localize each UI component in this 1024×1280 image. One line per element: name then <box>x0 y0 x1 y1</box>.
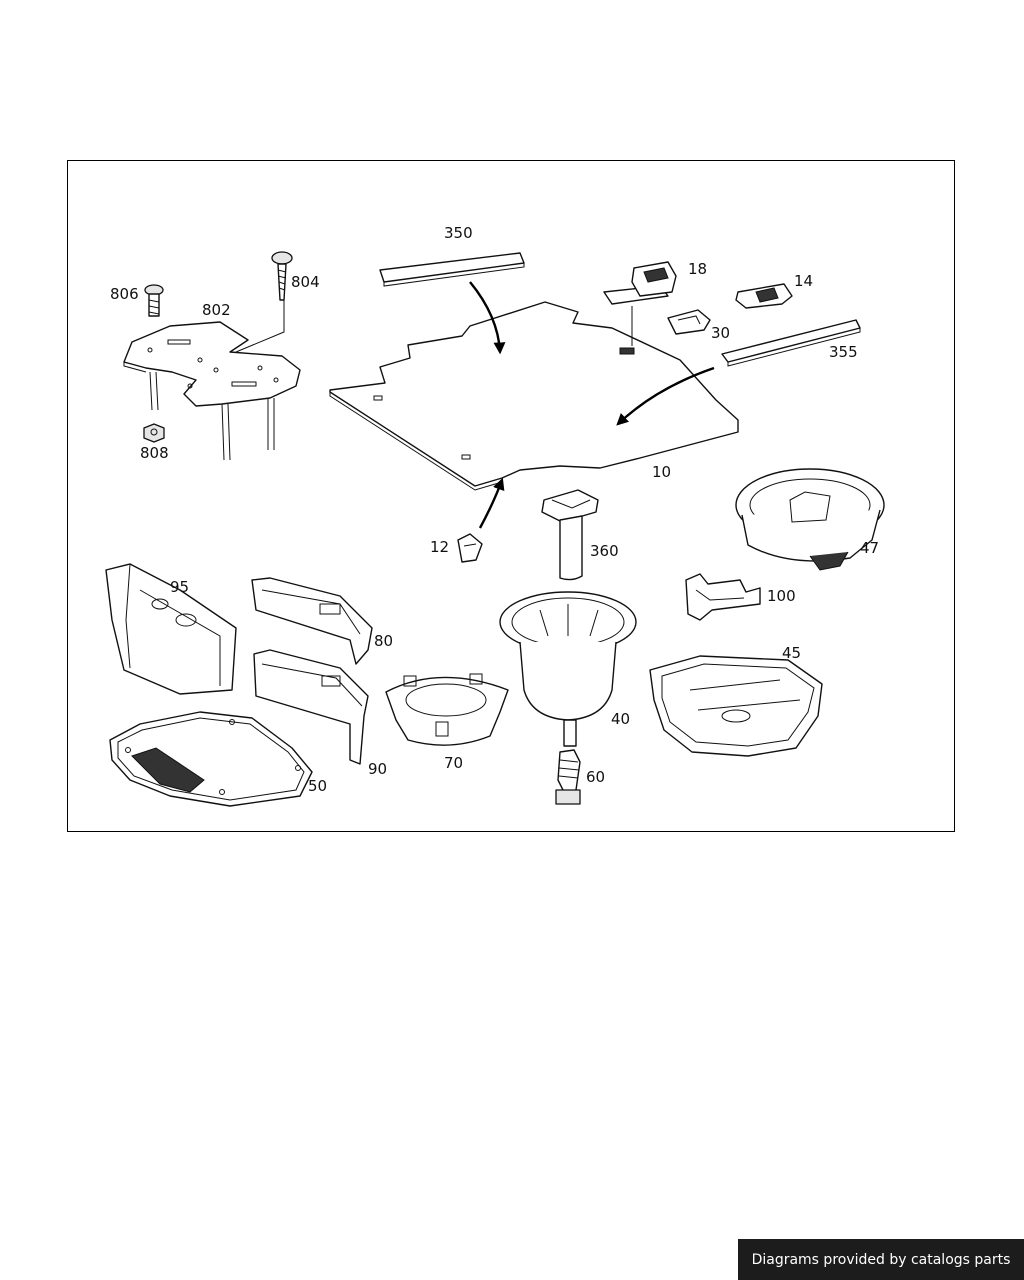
part-355-strip[interactable] <box>721 319 861 367</box>
part-90-bracket[interactable] <box>253 649 369 765</box>
footer-credit-text: Diagrams provided by catalogs parts <box>751 1251 1011 1268</box>
arrow-12-to-10 <box>478 477 505 529</box>
footer-credit: Diagrams provided by catalogs parts <box>738 1239 1024 1280</box>
callout-50: 50 <box>308 777 327 795</box>
part-350-strip[interactable] <box>379 252 525 287</box>
callout-14: 14 <box>794 272 813 290</box>
part-45-tray[interactable] <box>649 655 823 757</box>
part-804-screw[interactable] <box>271 251 293 301</box>
callout-30: 30 <box>711 324 730 342</box>
callout-40: 40 <box>611 710 630 728</box>
callout-70: 70 <box>444 754 463 772</box>
part-50-base-plate[interactable] <box>109 711 313 807</box>
part-360-column[interactable] <box>541 489 599 581</box>
callout-80: 80 <box>374 632 393 650</box>
part-10-floor-panel[interactable] <box>329 301 739 491</box>
part-12-clip[interactable] <box>457 533 483 563</box>
callout-47: 47 <box>860 539 879 557</box>
callout-350: 350 <box>444 224 473 242</box>
callout-808: 808 <box>140 444 169 462</box>
callout-360: 360 <box>590 542 619 560</box>
part-70-ring[interactable] <box>385 673 509 746</box>
callout-806: 806 <box>110 285 139 303</box>
part-40-motor-housing[interactable] <box>499 591 637 747</box>
callout-18: 18 <box>688 260 707 278</box>
part-47-housing[interactable] <box>735 468 885 571</box>
callout-60: 60 <box>586 768 605 786</box>
arrow-350-to-10 <box>469 281 506 355</box>
part-806-screw[interactable] <box>144 284 164 317</box>
callout-95: 95 <box>170 578 189 596</box>
arrow-355-to-10 <box>616 366 715 426</box>
callout-90: 90 <box>368 760 387 778</box>
part-14-clip[interactable] <box>735 283 793 309</box>
part-802-bracket-plate[interactable] <box>123 300 301 461</box>
part-100-bracket[interactable] <box>685 573 761 621</box>
part-95-housing[interactable] <box>105 563 237 695</box>
callout-100: 100 <box>767 587 796 605</box>
callout-45: 45 <box>782 644 801 662</box>
callout-802: 802 <box>202 301 231 319</box>
callout-12: 12 <box>430 538 449 556</box>
callout-10: 10 <box>652 463 671 481</box>
part-60-fastener[interactable] <box>555 749 581 805</box>
part-18-clip[interactable] <box>603 261 677 305</box>
part-808-nut[interactable] <box>143 423 165 443</box>
callout-355: 355 <box>829 343 858 361</box>
part-30-clip[interactable] <box>667 309 711 335</box>
part-80-bracket[interactable] <box>251 577 373 665</box>
callout-804: 804 <box>291 273 320 291</box>
